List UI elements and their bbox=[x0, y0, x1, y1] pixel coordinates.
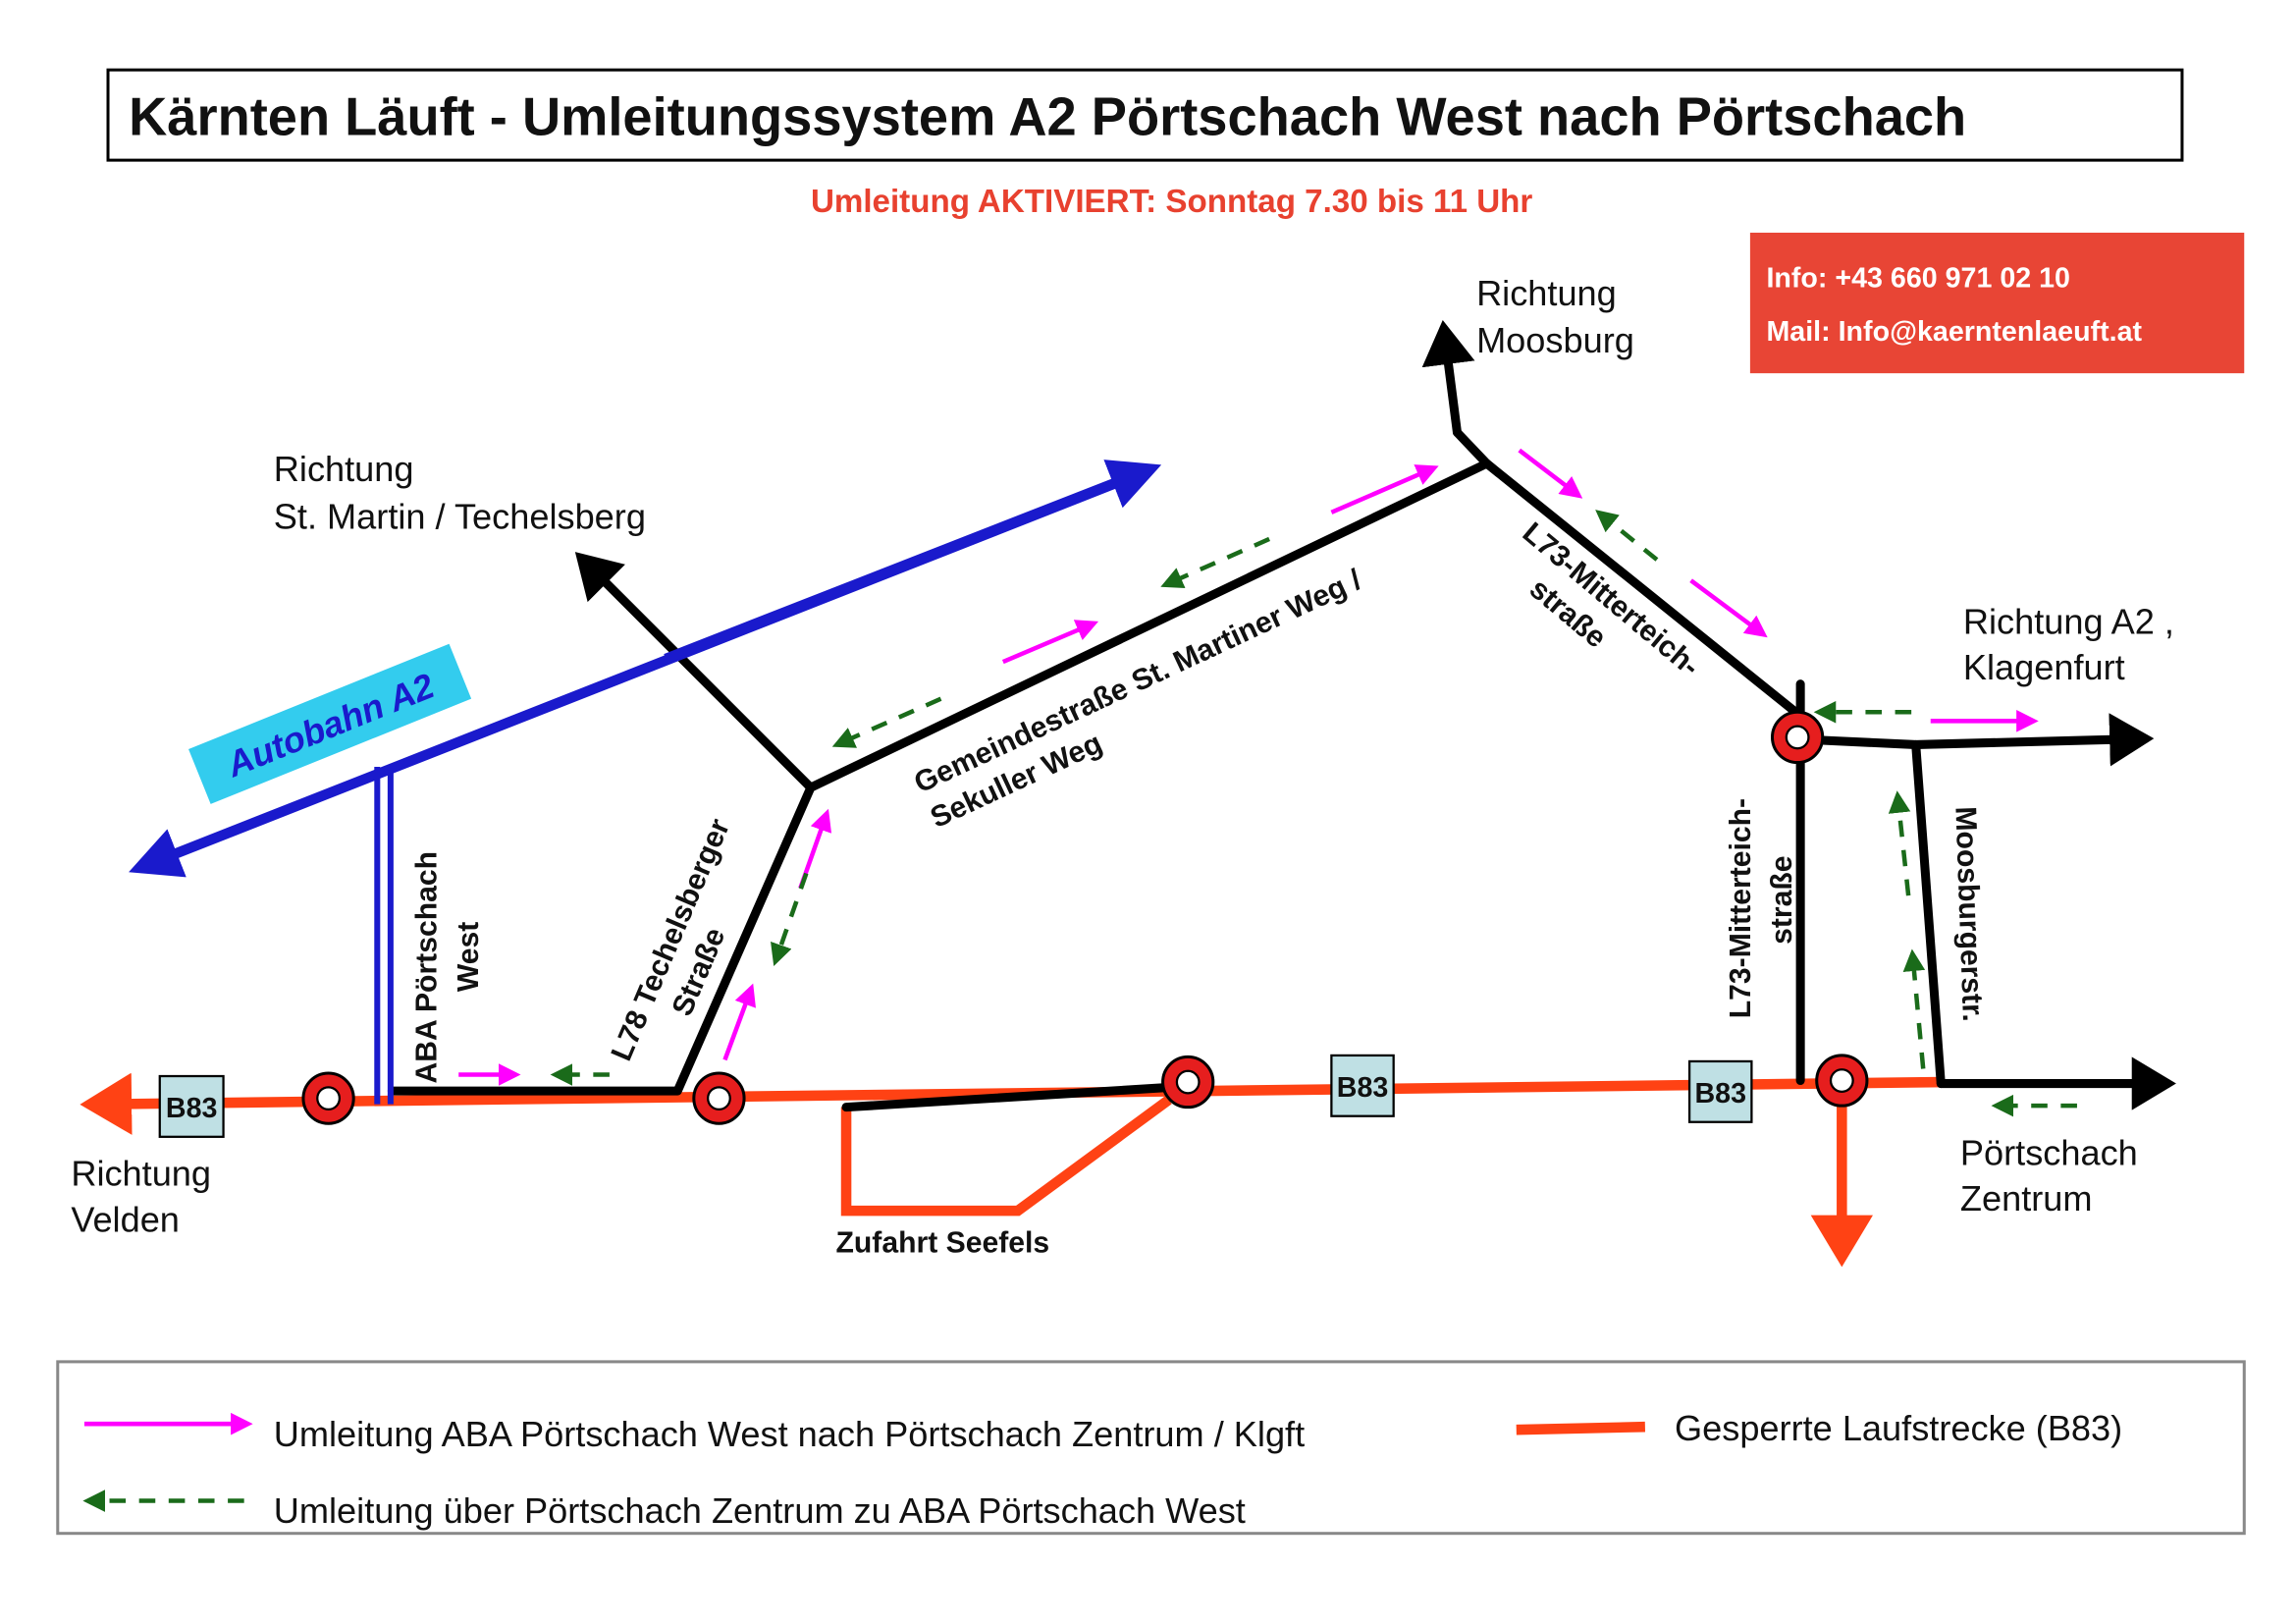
road-label-gemeinde: Gemeindestraße St. Martiner Weg / bbox=[909, 564, 1366, 800]
info-mail: Mail: Info@kaerntenlaeuft.at bbox=[1766, 316, 2142, 348]
page-title: Kärnten Läuft - Umleitungssystem A2 Pört… bbox=[129, 88, 1966, 147]
b83-label: B83 bbox=[1694, 1078, 1746, 1110]
road-label-seefels: Zufahrt Seefels bbox=[836, 1226, 1050, 1259]
direction-zentrum: Pörtschach bbox=[1960, 1132, 2138, 1172]
legend-green-label: Umleitung über Pörtschach Zentrum zu ABA… bbox=[274, 1490, 1246, 1531]
road-label-moosburger: Moosburgerstr. bbox=[1949, 806, 1989, 1022]
direction-zentrum-2: Zentrum bbox=[1960, 1178, 2093, 1218]
roundabout-icon bbox=[692, 1071, 746, 1125]
roundabout-icon bbox=[301, 1071, 355, 1125]
direction-velden-2: Velden bbox=[71, 1199, 180, 1239]
b83-shield: B83 bbox=[1330, 1054, 1395, 1117]
legend-red-label: Gesperrte Laufstrecke (B83) bbox=[1675, 1408, 2122, 1448]
direction-st-martin-2: St. Martin / Techelsberg bbox=[274, 496, 646, 536]
detour-arrows-magenta bbox=[458, 448, 2039, 1086]
detour-arrows-green bbox=[550, 510, 2077, 1117]
road-label-l73-vert: L73-Mitterteich- bbox=[1725, 798, 1757, 1018]
info-phone: Info: +43 660 971 02 10 bbox=[1766, 263, 2070, 295]
road-label-aba-2: West bbox=[453, 922, 485, 992]
b83-shield: B83 bbox=[1687, 1059, 1753, 1123]
roundabout-icon bbox=[1161, 1055, 1215, 1110]
legend-magenta-label: Umleitung ABA Pörtschach West nach Pörts… bbox=[274, 1414, 1305, 1454]
roundabout-icon bbox=[1770, 710, 1825, 765]
road-label-aba: ABA Pörtschach bbox=[411, 851, 444, 1084]
b83-shield: B83 bbox=[158, 1074, 225, 1138]
roundabouts bbox=[301, 710, 1869, 1125]
title-box: Kärnten Läuft - Umleitungssystem A2 Pört… bbox=[106, 68, 2184, 162]
closed-route-b83 bbox=[80, 1072, 1943, 1268]
direction-velden: Richtung bbox=[71, 1154, 211, 1194]
direction-st-martin: Richtung bbox=[274, 449, 414, 489]
b83-label: B83 bbox=[1337, 1072, 1389, 1104]
b83-label: B83 bbox=[166, 1093, 218, 1124]
roads bbox=[387, 319, 2176, 1112]
road-label-l73-vert-2: straße bbox=[1766, 855, 1798, 944]
legend: Umleitung ABA Pörtschach West nach Pörts… bbox=[56, 1360, 2246, 1536]
direction-a2: Richtung A2 , bbox=[1963, 601, 2174, 641]
direction-moosburg-2: Moosburg bbox=[1476, 320, 1634, 360]
roundabout-icon bbox=[1815, 1054, 1869, 1108]
direction-moosburg: Richtung bbox=[1476, 273, 1617, 313]
subtitle: Umleitung AKTIVIERT: Sonntag 7.30 bis 11… bbox=[811, 184, 1532, 220]
legend-red-line-icon bbox=[1516, 1421, 1646, 1435]
info-box: Info: +43 660 971 02 10 Mail: Info@kaern… bbox=[1749, 232, 2245, 374]
direction-klagenfurt: Klagenfurt bbox=[1963, 647, 2125, 687]
